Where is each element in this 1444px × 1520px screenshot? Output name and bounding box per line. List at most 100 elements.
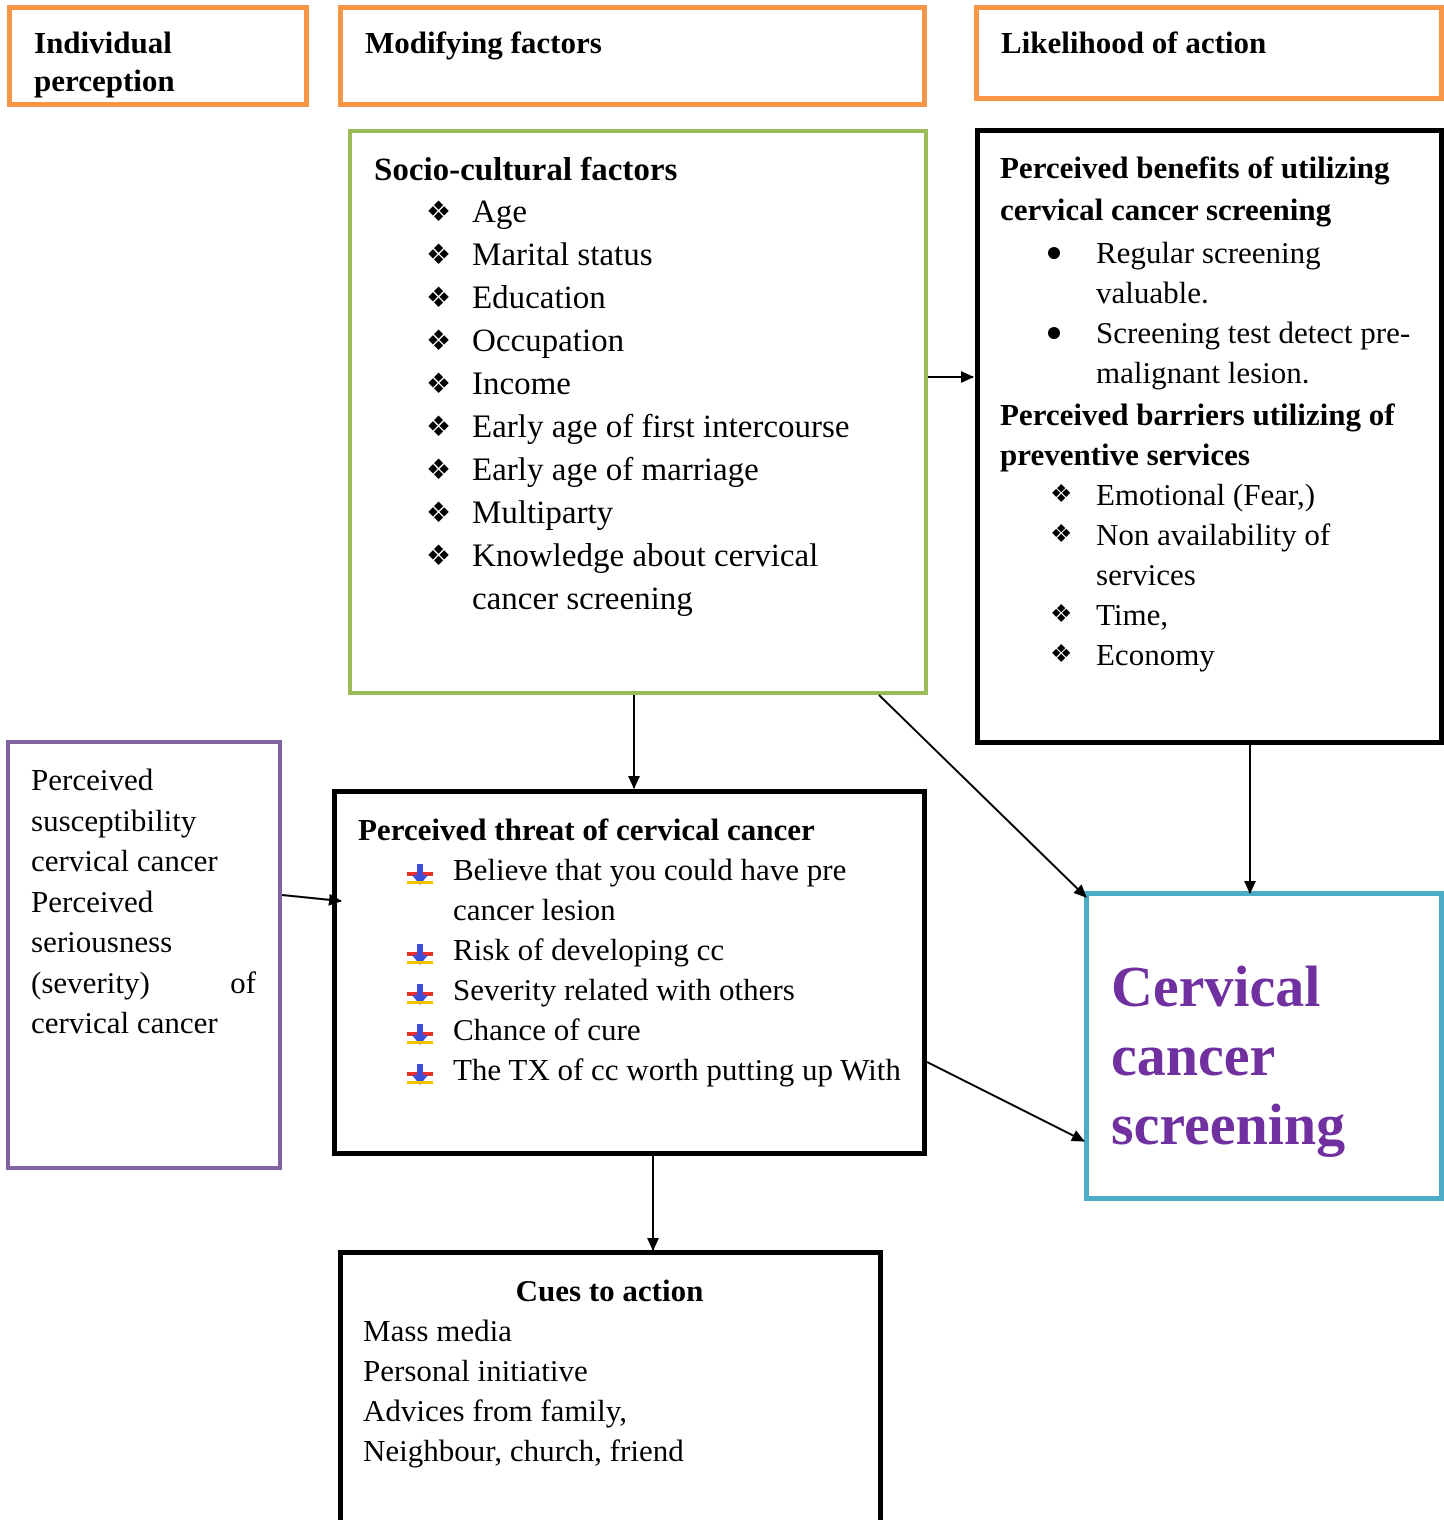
perceived-threat-box: Perceived threat of cervical cancer Beli… bbox=[332, 789, 927, 1156]
four-diamond-bullet-icon: ❖ bbox=[1050, 601, 1073, 628]
perceived-benefits-barriers-box: Perceived benefits of utilizing cervical… bbox=[975, 128, 1444, 745]
header-modifying-factors: Modifying factors bbox=[338, 5, 927, 107]
socio-item-label: Occupation bbox=[472, 323, 625, 359]
list-item: ❖ Economy bbox=[1050, 635, 1396, 675]
socio-item-label: Age bbox=[472, 194, 527, 230]
socio-cultural-factors-box: Socio-cultural factors ❖ Age ❖ Marital sta… bbox=[348, 129, 928, 695]
down-arrow-bullet-icon bbox=[407, 1016, 433, 1056]
list-item: ❖ Early age of marriage bbox=[426, 449, 912, 492]
barriers-list: ❖ Emotional (Fear,) ❖ Non availability of … bbox=[1050, 475, 1396, 675]
down-arrow-bullet-icon bbox=[407, 856, 433, 896]
benefits-list: Regular screening valuable. Screening te… bbox=[1048, 233, 1416, 393]
list-item: Screening test detect pre- malignant les… bbox=[1048, 313, 1416, 393]
cues-to-action-box: Cues to action Mass media Personal initi… bbox=[338, 1250, 883, 1520]
list-item: Regular screening valuable. bbox=[1048, 233, 1416, 313]
four-diamond-bullet-icon: ❖ bbox=[426, 455, 452, 486]
socio-item-label: Early age of marriage bbox=[472, 452, 759, 488]
list-item: ❖ Knowledge about cervical cancer screeni… bbox=[426, 535, 872, 621]
cues-title: Cues to action bbox=[515, 1273, 704, 1308]
list-item: The TX of cc worth putting up With bbox=[407, 1050, 903, 1090]
four-diamond-bullet-icon: ❖ bbox=[426, 541, 452, 572]
socio-item-label: Multiparty bbox=[472, 495, 614, 531]
individual-line: susceptibility bbox=[31, 802, 197, 838]
individual-lines: Perceived susceptibility cervical cancer… bbox=[31, 760, 258, 1044]
barrier-item-label: Non availability of services bbox=[1096, 517, 1331, 592]
list-item: Chance of cure bbox=[407, 1010, 903, 1050]
socio-item-label: Income bbox=[472, 366, 571, 402]
socio-cultural-title: Socio-cultural factors bbox=[374, 152, 678, 188]
benefit-item-label: Regular screening valuable. bbox=[1096, 235, 1321, 310]
socio-item-label: Marital status bbox=[472, 237, 653, 273]
four-diamond-bullet-icon: ❖ bbox=[1050, 521, 1073, 548]
down-arrow-bullet-icon bbox=[407, 936, 433, 976]
barrier-item-label: Time, bbox=[1096, 597, 1169, 632]
four-diamond-bullet-icon: ❖ bbox=[426, 197, 452, 228]
list-item: ❖ Emotional (Fear,) bbox=[1050, 475, 1396, 515]
four-diamond-bullet-icon: ❖ bbox=[426, 240, 452, 271]
list-item: ❖ Education bbox=[426, 277, 912, 320]
threat-item-label: Chance of cure bbox=[453, 1012, 641, 1047]
barrier-item-label: Economy bbox=[1096, 637, 1215, 672]
down-arrow-bullet-icon bbox=[407, 976, 433, 1016]
four-diamond-bullet-icon: ❖ bbox=[1050, 641, 1073, 668]
benefit-item-label: Screening test detect pre- malignant les… bbox=[1096, 315, 1411, 390]
list-item: Neighbour, church, friend bbox=[363, 1433, 684, 1468]
list-item: Advices from family, bbox=[363, 1393, 627, 1428]
threat-item-label: Believe that you could have pre cancer l… bbox=[453, 852, 847, 927]
individual-perception-box: Perceived susceptibility cervical cancer… bbox=[6, 740, 282, 1170]
socio-item-label: Knowledge about cervical cancer screenin… bbox=[472, 538, 819, 617]
individual-severity-right: of bbox=[230, 964, 256, 1000]
socio-item-label: Early age of first intercourse bbox=[472, 409, 850, 445]
four-diamond-bullet-icon: ❖ bbox=[426, 498, 452, 529]
threat-list: Believe that you could have pre cancer l… bbox=[407, 850, 903, 1090]
list-item: ❖ Early age of first intercourse bbox=[426, 406, 912, 449]
threat-title: Perceived threat of cervical cancer bbox=[358, 812, 815, 847]
list-item: Personal initiative bbox=[363, 1353, 588, 1388]
individual-line: cervical cancer bbox=[31, 1005, 218, 1040]
cues-list: Mass media Personal initiative Advices f… bbox=[363, 1311, 878, 1471]
outcome-label: Cervical cancer screening bbox=[1111, 954, 1346, 1157]
header-modifying-label: Modifying factors bbox=[365, 25, 602, 60]
header-likelihood-of-action: Likelihood of action bbox=[974, 5, 1444, 101]
list-item: Severity related with others bbox=[407, 970, 903, 1010]
round-bullet-icon bbox=[1048, 247, 1060, 259]
barrier-item-label: Emotional (Fear,) bbox=[1096, 477, 1316, 512]
down-arrow-bullet-icon bbox=[407, 1056, 433, 1096]
individual-severity-left: (severity) bbox=[31, 964, 150, 1000]
list-item: ❖ Age bbox=[426, 191, 912, 234]
list-item: ❖ Income bbox=[426, 363, 912, 406]
benefits-title: Perceived benefits of utilizing cervical… bbox=[1000, 150, 1390, 227]
list-item: ❖ Multiparty bbox=[426, 492, 912, 535]
four-diamond-bullet-icon: ❖ bbox=[426, 369, 452, 400]
list-item: ❖ Time, bbox=[1050, 595, 1396, 635]
threat-item-label: Severity related with others bbox=[453, 972, 795, 1007]
list-item: ❖ Non availability of services bbox=[1050, 515, 1396, 595]
four-diamond-bullet-icon: ❖ bbox=[426, 283, 452, 314]
individual-line: Perceived bbox=[31, 883, 154, 919]
list-item: Risk of developing cc bbox=[407, 930, 903, 970]
arrow-threat-to-screening bbox=[926, 1061, 1085, 1142]
list-item: ❖ Occupation bbox=[426, 320, 912, 363]
individual-line: seriousness bbox=[31, 924, 173, 959]
four-diamond-bullet-icon: ❖ bbox=[426, 412, 452, 443]
header-likelihood-label: Likelihood of action bbox=[1001, 25, 1267, 60]
socio-item-label: Education bbox=[472, 280, 606, 316]
four-diamond-bullet-icon: ❖ bbox=[426, 326, 452, 357]
arrow-individual-to-threat bbox=[281, 893, 342, 906]
header-individual-perception: Individual perception bbox=[7, 5, 309, 107]
individual-line-justified: (severity) of bbox=[31, 963, 256, 1004]
four-diamond-bullet-icon: ❖ bbox=[1050, 481, 1073, 508]
arrow-socio-to-screening bbox=[878, 694, 1087, 898]
threat-item-label: Risk of developing cc bbox=[453, 932, 725, 967]
round-bullet-icon bbox=[1048, 327, 1060, 339]
individual-line: Perceived bbox=[31, 762, 154, 797]
header-individual-label: Individual perception bbox=[34, 25, 175, 98]
socio-cultural-list: ❖ Age ❖ Marital status ❖ Education ❖ Occupat… bbox=[426, 191, 912, 621]
barriers-title: Perceived barriers utilizing of preventi… bbox=[1000, 397, 1395, 472]
cervical-cancer-screening-box: Cervical cancer screening bbox=[1084, 891, 1444, 1201]
list-item: Believe that you could have pre cancer l… bbox=[407, 850, 903, 930]
threat-item-label: The TX of cc worth putting up With bbox=[453, 1052, 901, 1087]
individual-line: cervical cancer bbox=[31, 843, 218, 878]
list-item: ❖ Marital status bbox=[426, 234, 912, 277]
